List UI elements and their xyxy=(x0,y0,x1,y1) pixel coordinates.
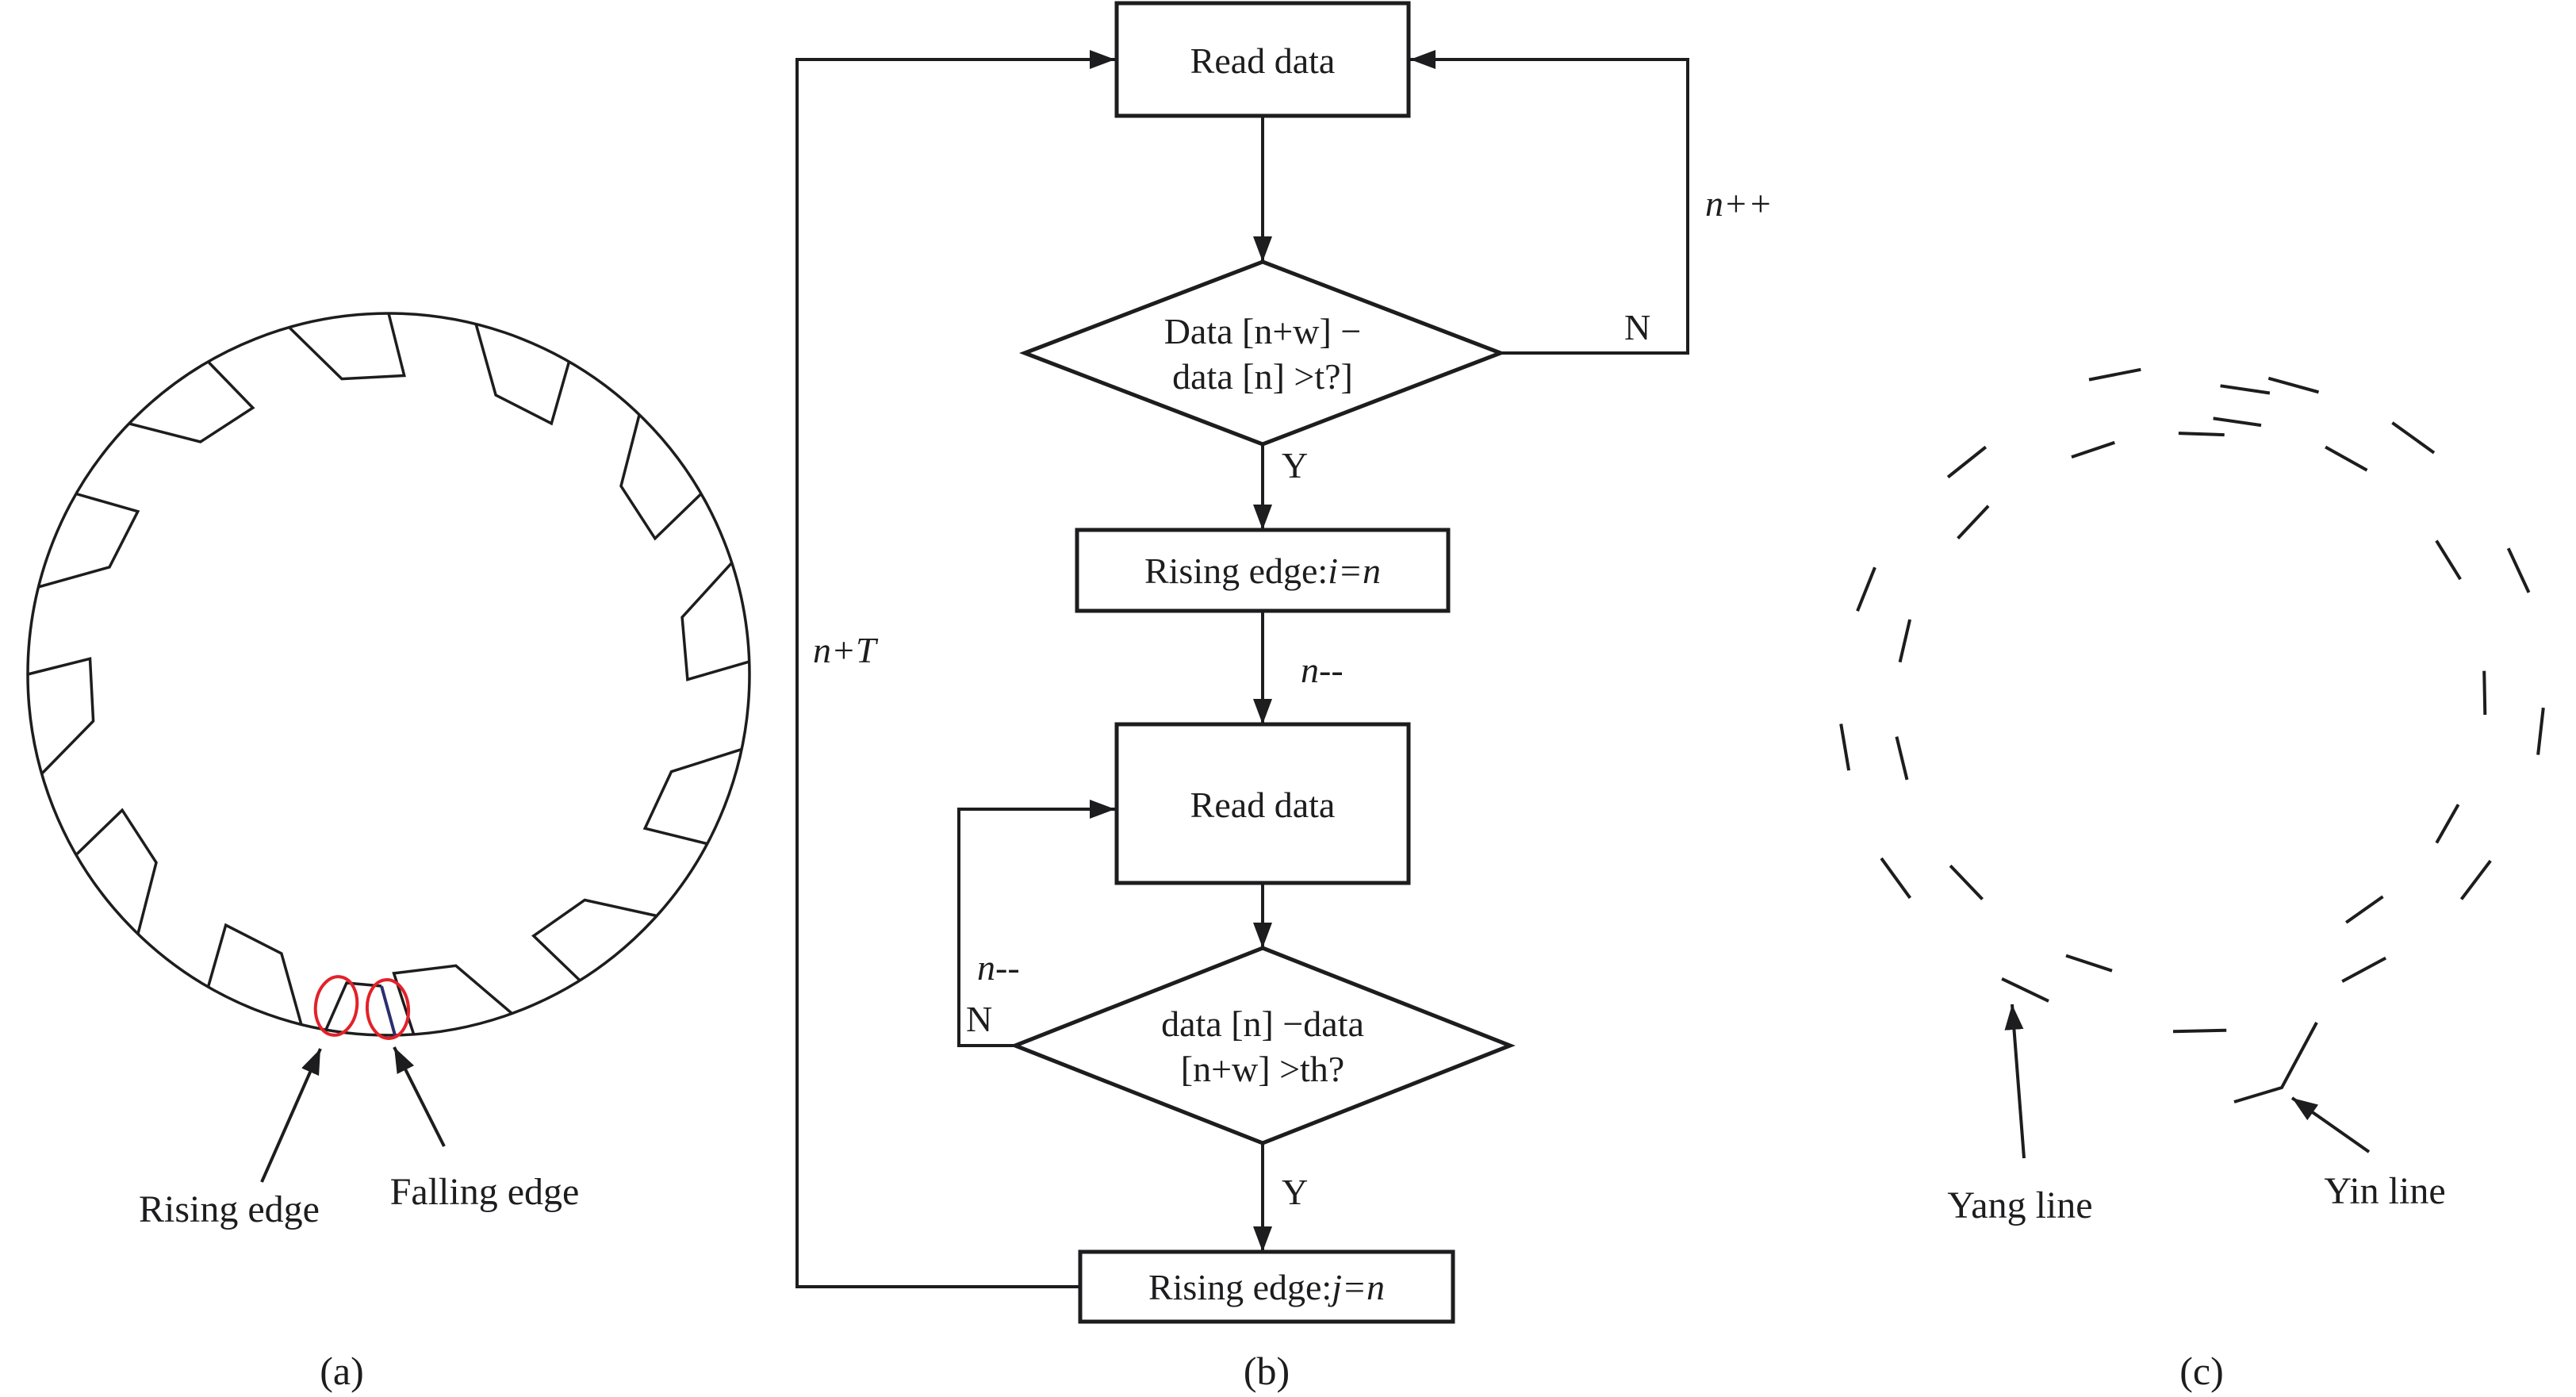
gear-tooth xyxy=(128,360,255,443)
process-box-rising-edge-j-label: Rising edge:j=n xyxy=(1148,1267,1385,1307)
decision1-yes-label: Y xyxy=(1282,445,1308,485)
dashed-circle-segment xyxy=(2172,1028,2227,1034)
dashed-circle-segment xyxy=(2506,547,2531,593)
decision1-line1: Data [n+w] − xyxy=(1164,311,1362,351)
yin-line-label: Yin line xyxy=(2324,1170,2445,1212)
dashed-circle-segment xyxy=(2001,977,2049,1003)
rising-edge-label: Rising edge xyxy=(139,1188,320,1230)
yin-line-arrow xyxy=(2290,1096,2371,1153)
dashed-circle-segment xyxy=(2088,367,2141,382)
process-box-read-data-1-label: Read data xyxy=(1190,40,1336,81)
outer-dashed-circle xyxy=(1839,367,2545,1034)
process-box-read-data-2-label: Read data xyxy=(1190,785,1336,825)
gear-tooth xyxy=(619,414,703,541)
dashed-circle-segment xyxy=(2178,432,2225,437)
decision-diamond-2 xyxy=(1010,946,1516,1146)
rising-edge-i-prefix: Rising edge: xyxy=(1144,551,1328,591)
dashed-circle-segment xyxy=(2482,670,2487,716)
dashed-circle-segment xyxy=(1856,566,1876,612)
dashed-circle-segment xyxy=(2071,440,2115,459)
yang-line-arrow xyxy=(2004,1004,2026,1159)
dashed-circle-segment xyxy=(2325,445,2368,472)
yang-line-label: Yang line xyxy=(1947,1184,2092,1226)
loop-n-plus-T xyxy=(795,50,1115,1288)
process-box-rising-edge-j xyxy=(1078,1249,1455,1324)
decision-diamond-1 xyxy=(1019,259,1506,447)
yin-yang-ring-figure: Yang line Yin line (c) xyxy=(1839,367,2545,1393)
dashed-circle-segment xyxy=(2065,954,2113,973)
rising-edge-highlight-circle xyxy=(313,975,359,1037)
dashed-circle-segment xyxy=(1898,619,1912,663)
process-box-rising-edge-i-label: Rising edge:i=n xyxy=(1144,551,1381,591)
gear-tooth xyxy=(27,657,95,775)
dashed-circle-segment xyxy=(1949,864,1984,900)
loop-n-increment xyxy=(1410,50,1689,355)
process-box-rising-edge-i xyxy=(1075,528,1451,613)
decision2-yes-label: Y xyxy=(1282,1172,1308,1212)
gear-tooth xyxy=(288,313,406,381)
dashed-circle-segment xyxy=(2435,539,2462,581)
flow-connectors xyxy=(795,50,1689,1288)
dashed-circle-segment xyxy=(2213,416,2262,428)
dashed-circle-segment xyxy=(1957,505,1990,539)
rising-edge-arrow xyxy=(260,1048,322,1183)
caption-c: (c) xyxy=(2179,1349,2224,1393)
wheel-rim xyxy=(26,312,751,1037)
process-box-read-data-2 xyxy=(1114,722,1411,885)
dashed-circle-segment xyxy=(2459,859,2492,900)
dashed-circle-segment xyxy=(2435,804,2460,844)
gear-tooth xyxy=(75,808,158,935)
gear-tooth xyxy=(531,898,657,982)
dashed-circle-segment xyxy=(1946,445,1988,479)
falling-edge-highlight-circle xyxy=(365,978,411,1040)
dashed-circle-segment xyxy=(2345,895,2384,924)
falling-edge-arrow xyxy=(393,1046,446,1147)
gear-tooth xyxy=(38,492,140,589)
dashed-circle-segment xyxy=(2220,384,2271,395)
flowchart-figure: Read data Data [n+w] − data [n] >t?] Y N… xyxy=(795,1,1773,1393)
n-decrement-label-1: n-- xyxy=(1301,650,1344,690)
rising-edge-j-var: j=n xyxy=(1328,1267,1385,1307)
dashed-circle-segment xyxy=(1895,736,1909,781)
decision2-no-label: N xyxy=(966,999,992,1039)
caption-a: (a) xyxy=(320,1349,364,1393)
dashed-circle-segment xyxy=(2267,376,2320,394)
loop-n-plus-T-label: n+T xyxy=(813,630,879,670)
rising-edge-i-var: i=n xyxy=(1328,551,1381,591)
wheel-teeth-group xyxy=(27,313,750,1035)
decision2-line1: data [n] −data xyxy=(1161,1004,1364,1044)
process-box-read-data-1 xyxy=(1114,1,1411,118)
inner-dashed-circle xyxy=(1895,416,2487,973)
dashed-circle-segment xyxy=(2536,707,2545,755)
gear-tooth xyxy=(474,324,571,426)
falling-edge-label: Falling edge xyxy=(390,1171,580,1213)
falling-edge-line xyxy=(380,985,397,1036)
gear-tooth xyxy=(206,923,303,1025)
index-tooth xyxy=(324,981,382,1030)
dashed-circle-segment xyxy=(2341,956,2387,983)
loop-n-increment-label: n++ xyxy=(1705,183,1773,224)
dashed-circle-segment xyxy=(1880,857,1912,900)
gear-tooth xyxy=(680,562,750,681)
decision2-line2: [n+w] >th? xyxy=(1181,1049,1344,1089)
decision1-line2: data [n] >t?] xyxy=(1172,356,1353,397)
dashed-circle-segment xyxy=(2391,421,2436,455)
loop-n-decrement xyxy=(957,800,1115,1047)
rising-edge-j-prefix: Rising edge: xyxy=(1148,1267,1332,1307)
gear-tooth xyxy=(392,964,513,1035)
encoder-wheel-figure: Rising edge Falling edge (a) xyxy=(26,312,751,1393)
n-decrement-label-2: n-- xyxy=(977,947,1020,988)
yin-line-dash xyxy=(2233,1022,2318,1103)
decision1-no-label: N xyxy=(1624,307,1650,347)
caption-b: (b) xyxy=(1244,1349,1290,1393)
gear-tooth xyxy=(642,747,742,846)
dashed-circle-segment xyxy=(1839,723,1851,771)
